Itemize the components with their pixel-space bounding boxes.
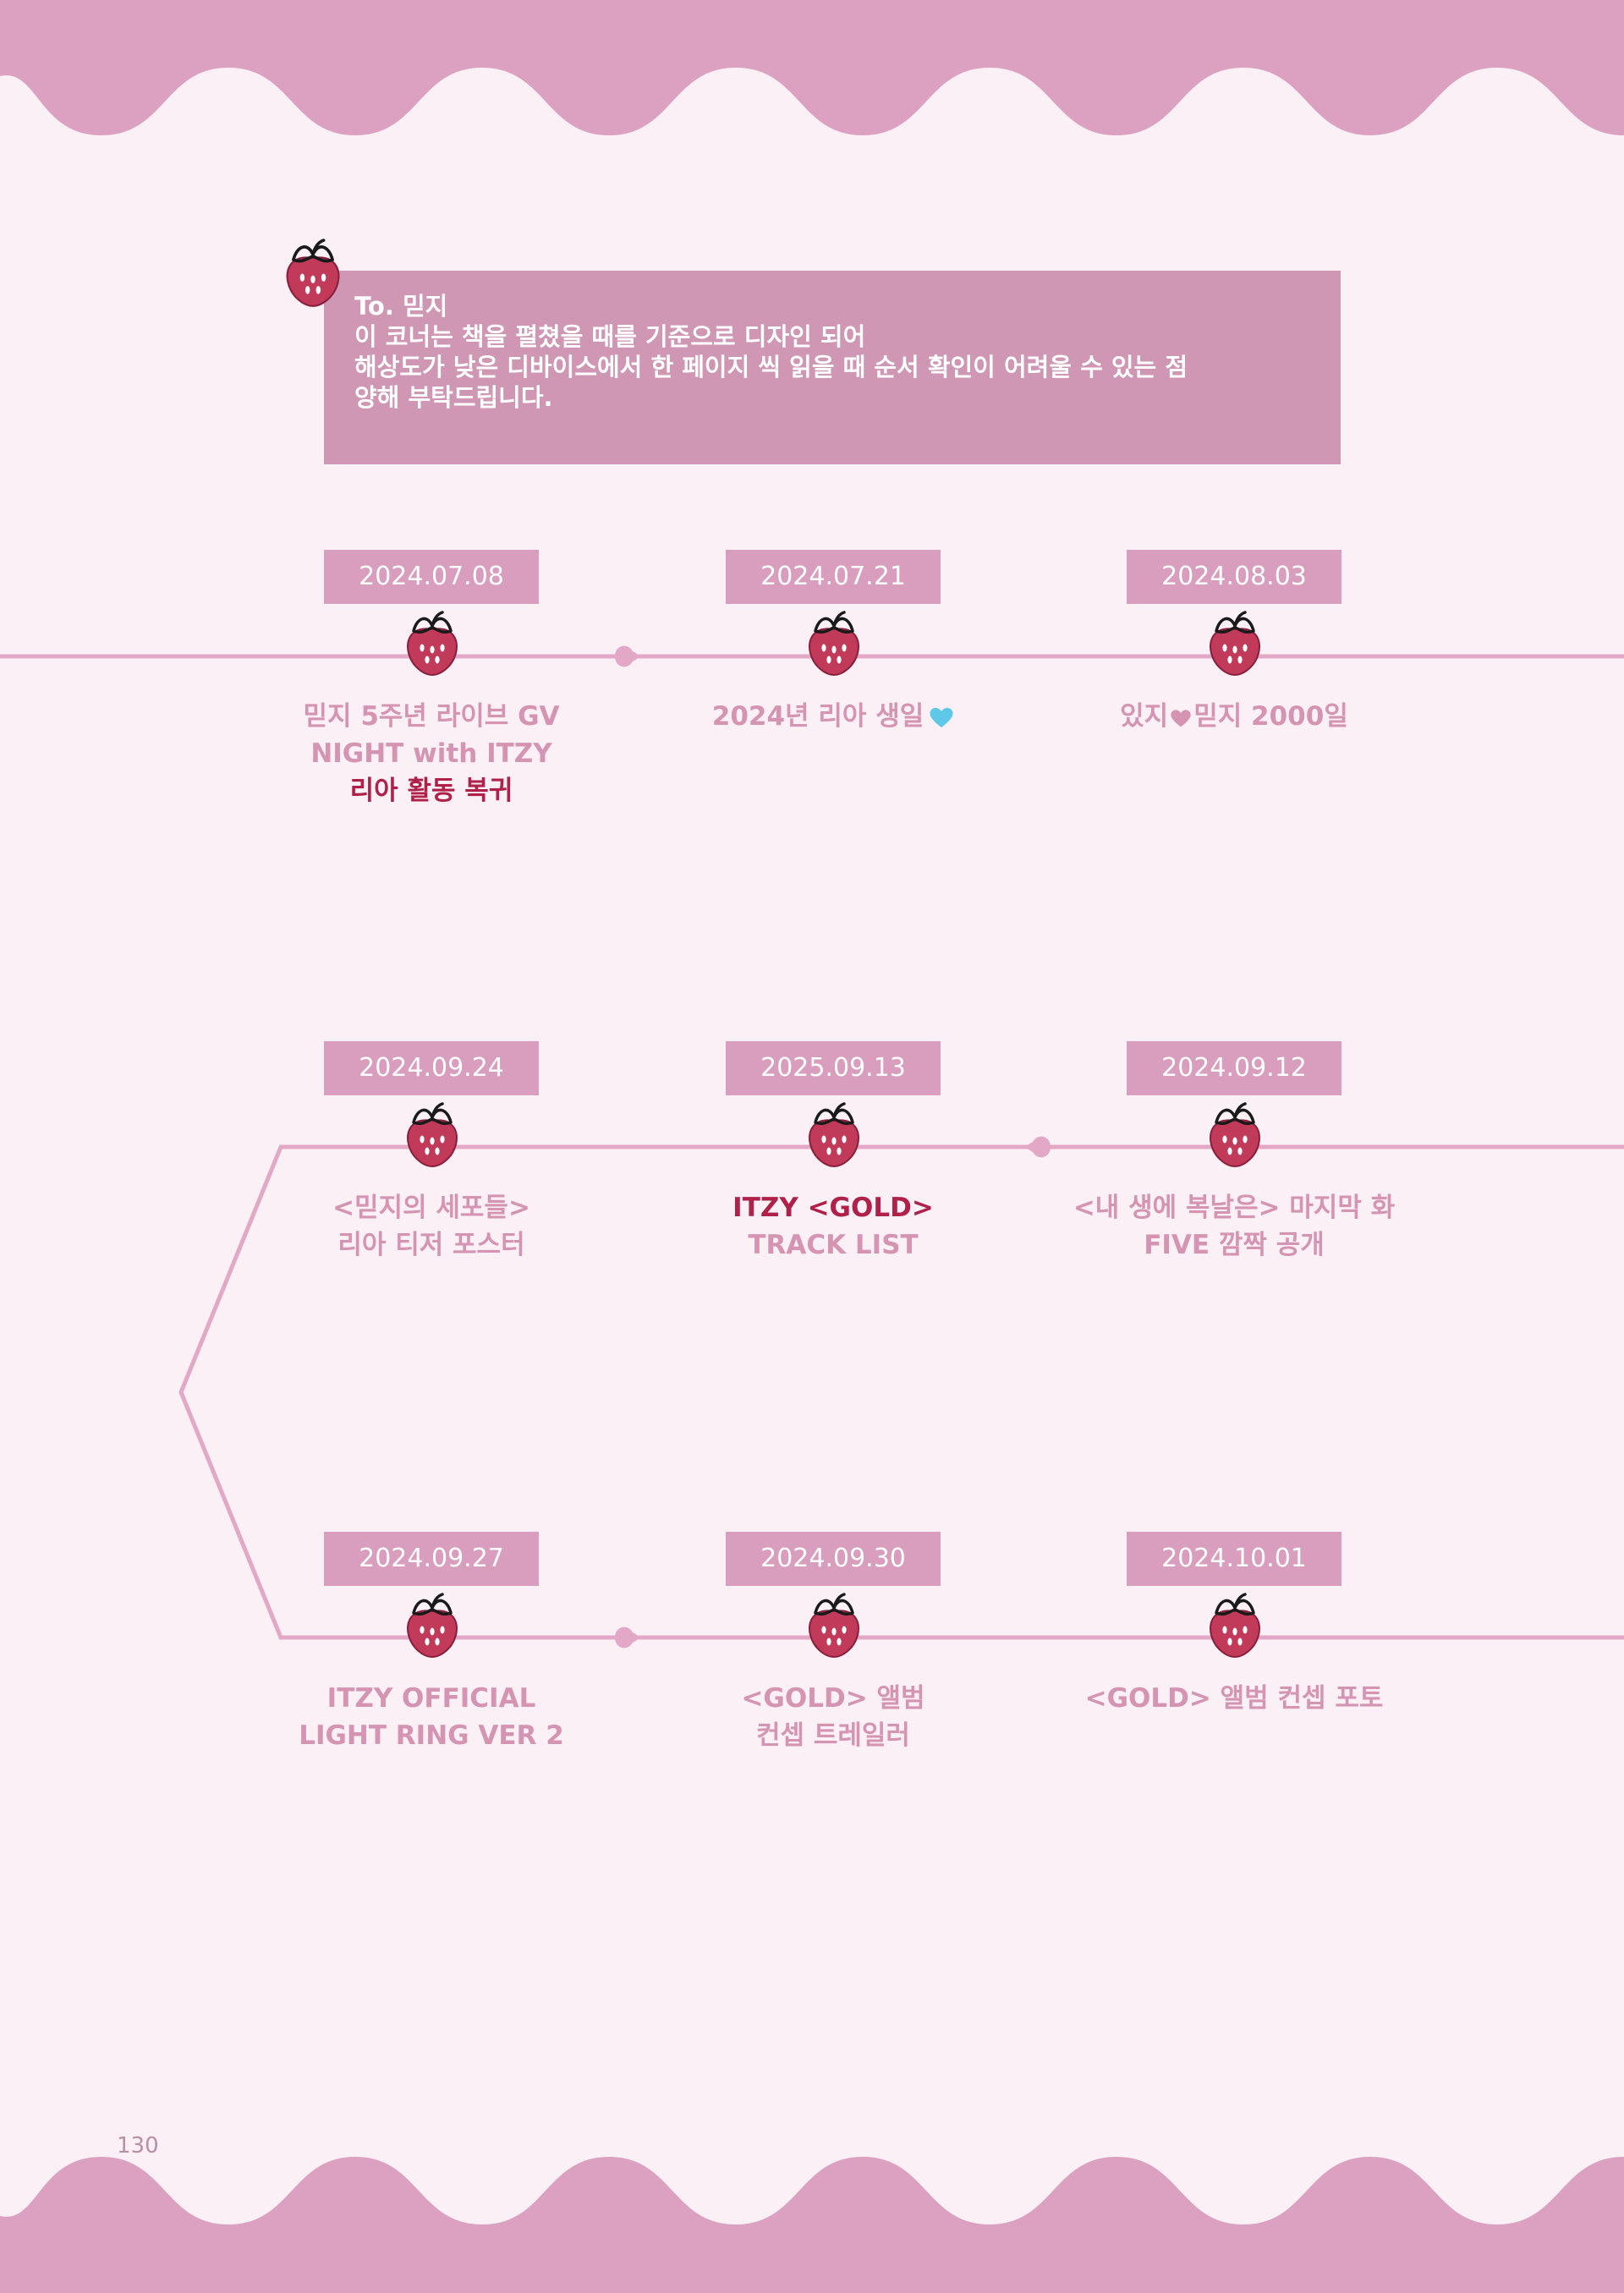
event-date: 2024.07.21 (726, 550, 941, 604)
top-wave-border (0, 0, 1624, 135)
bottom-wave-border (0, 2157, 1624, 2293)
event-date: 2025.09.13 (726, 1041, 941, 1095)
notice-line: 해상도가 낮은 디바이스에서 한 페이지 씩 읽을 때 순서 확인이 어려울 수… (354, 353, 1188, 381)
event-line: 리아 티저 포스터 (337, 1230, 525, 1260)
event-description: ITZY OFFICIAL LIGHT RING VER 2 (195, 1680, 668, 1754)
event-line: LIGHT RING VER 2 (299, 1720, 564, 1751)
event-highlight: 리아 활동 복귀 (349, 776, 513, 806)
event-line: 있지 (1120, 701, 1169, 732)
event-line: <GOLD> 앨범 컨셉 포토 (1084, 1683, 1384, 1714)
event-line: <믿지의 세포들> (332, 1193, 530, 1223)
notice-line: 양해 부탁드립니다. (354, 383, 553, 412)
strawberry-icon (402, 611, 463, 678)
event-date: 2024.09.30 (726, 1532, 941, 1586)
event-line: NIGHT with ITZY (310, 738, 552, 769)
page-number: 130 (117, 2133, 159, 2159)
event-description: 믿지 5주년 라이브 GV NIGHT with ITZY 리아 활동 복귀 (195, 698, 668, 809)
arrow-heart-icon (615, 1626, 641, 1648)
strawberry-icon (402, 1593, 463, 1660)
event-date: 2024.09.12 (1127, 1041, 1341, 1095)
event-highlight: ITZY <GOLD> (732, 1193, 934, 1223)
strawberry-icon (1204, 611, 1265, 678)
event-line: 2024년 리아 생일 (711, 701, 924, 732)
strawberry-icon (804, 1593, 864, 1660)
event-date: 2024.08.03 (1127, 550, 1341, 604)
arrow-heart-icon (1024, 1136, 1051, 1158)
event-description: <GOLD> 앨범 컨셉 트레일러 (596, 1680, 1070, 1754)
strawberry-icon (402, 1102, 463, 1170)
event-date: 2024.09.24 (324, 1041, 539, 1095)
event-line: 컨셉 트레일러 (756, 1720, 910, 1751)
strawberry-icon (1204, 1593, 1265, 1660)
event-line: <GOLD> 앨범 (741, 1683, 925, 1714)
event-line: ITZY OFFICIAL (326, 1683, 536, 1714)
event-date: 2024.10.01 (1127, 1532, 1341, 1586)
event-description: ITZY <GOLD> TRACK LIST (596, 1189, 1070, 1264)
event-description: <내 생에 복날은> 마지막 화 FIVE 깜짝 공개 (997, 1189, 1471, 1264)
strawberry-icon (281, 239, 345, 310)
strawberry-icon (804, 1102, 864, 1170)
notice-line: To. 믿지 (354, 292, 448, 321)
event-description: 2024년 리아 생일 (596, 698, 1070, 735)
event-line: 믿지 5주년 라이브 GV (303, 701, 560, 732)
event-date: 2024.07.08 (324, 550, 539, 604)
arrow-heart-icon (615, 645, 641, 667)
event-line: FIVE 깜짝 공개 (1144, 1230, 1325, 1260)
event-line: 믿지 2000일 (1193, 701, 1348, 732)
notice-box: To. 믿지 이 코너는 책을 펼쳤을 때를 기준으로 디자인 되어 해상도가 … (324, 271, 1341, 464)
event-description: <믿지의 세포들> 리아 티저 포스터 (195, 1189, 668, 1264)
event-line: TRACK LIST (748, 1230, 919, 1260)
pink-heart-icon (1171, 710, 1191, 727)
blue-heart-icon (930, 707, 953, 727)
notice-line: 이 코너는 책을 펼쳤을 때를 기준으로 디자인 되어 (354, 322, 866, 351)
strawberry-icon (804, 611, 864, 678)
event-description: 있지 믿지 2000일 (997, 698, 1471, 735)
event-line: <내 생에 복날은> 마지막 화 (1073, 1193, 1396, 1223)
strawberry-icon (1204, 1102, 1265, 1170)
event-description: <GOLD> 앨범 컨셉 포토 (997, 1680, 1471, 1717)
event-date: 2024.09.27 (324, 1532, 539, 1586)
